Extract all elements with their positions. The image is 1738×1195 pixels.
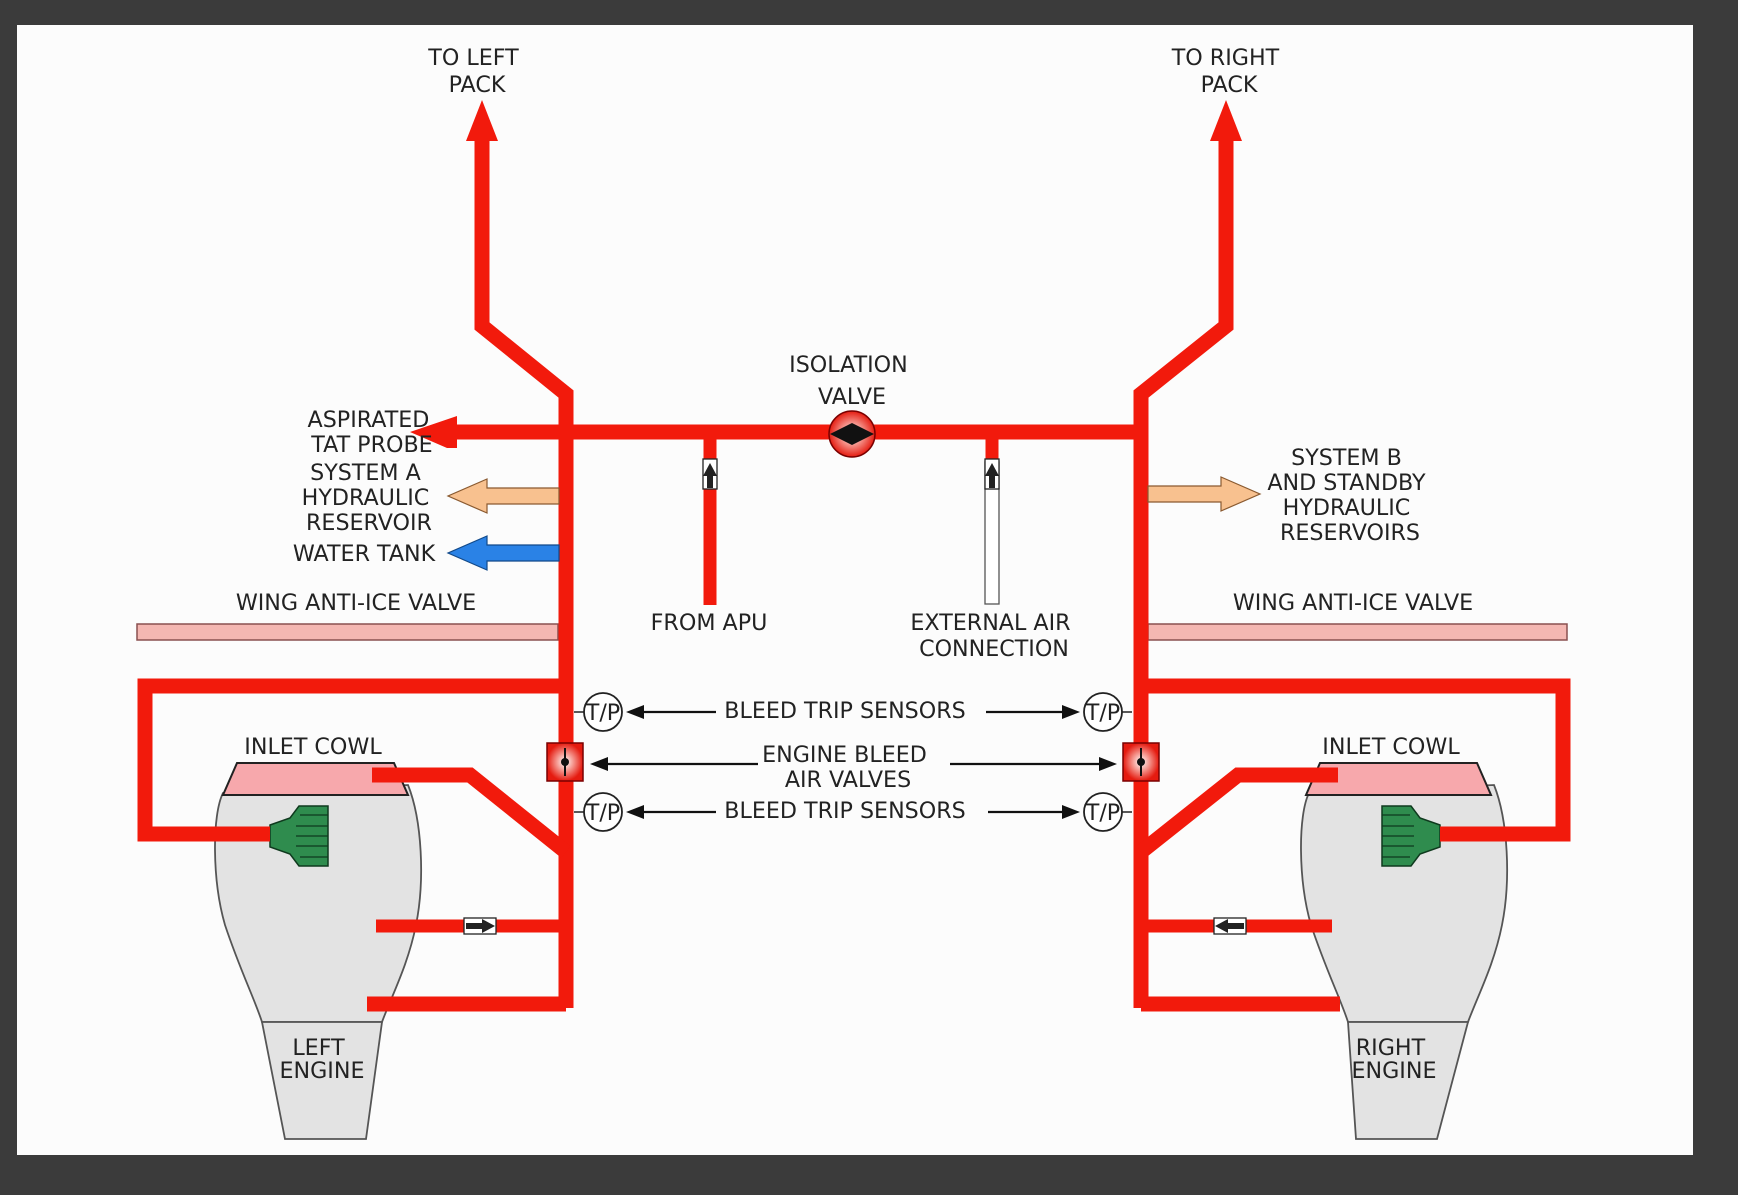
right-hp-duct	[1136, 767, 1338, 858]
water-tank-label: WATER TANK	[293, 541, 437, 567]
right-engine-bleed-valve-icon[interactable]	[1122, 742, 1160, 782]
left-upper-tp-sensor-icon[interactable]: T/P	[574, 692, 623, 732]
right-upper-tp-sensor-icon[interactable]: T/P	[1083, 692, 1132, 732]
to-right-pack-label: TO RIGHT PACK	[1171, 45, 1287, 98]
left-lower-tp-sensor-icon[interactable]: T/P	[574, 792, 623, 832]
bleed-trip-sensors-lower-label: BLEED TRIP SENSORS	[724, 798, 965, 824]
inlet-cowl-left-label: INLET COWL	[244, 734, 382, 760]
left-ip-check-valve-icon[interactable]	[463, 917, 497, 935]
aspirated-tat-probe-label: ASPIRATED TAT PROBE	[308, 407, 437, 458]
system-a-hydraulic-label: SYSTEM A HYDRAULIC RESERVOIR	[302, 460, 437, 536]
isolation-valve-label: ISOLATION VALVE	[789, 352, 915, 410]
system-a-hydraulic-arrow	[446, 478, 560, 514]
left-engine	[214, 762, 422, 1140]
left-pack-arrow	[466, 100, 498, 141]
right-lower-tp-sensor-icon[interactable]: T/P	[1083, 792, 1132, 832]
wing-anti-ice-left-label: WING ANTI-ICE VALVE	[236, 590, 476, 616]
water-tank-arrow	[446, 535, 560, 571]
bleed-trip-sensors-upper-label: BLEED TRIP SENSORS	[724, 698, 965, 724]
left-engine-exhaust	[260, 1021, 384, 1140]
leader-lines	[590, 705, 1117, 819]
left-engine-label: LEFT ENGINE	[280, 1035, 365, 1084]
external-air-check-valve-icon[interactable]	[984, 458, 1000, 490]
engine-bleed-air-valves-label: ENGINE BLEED AIR VALVES	[762, 742, 934, 793]
right-engine	[1300, 762, 1508, 1140]
inlet-cowl-right-label: INLET COWL	[1322, 734, 1460, 760]
right-pack-duct	[1133, 140, 1234, 1008]
external-air-label: EXTERNAL AIR CONNECTION	[910, 610, 1077, 662]
system-b-hydraulic-arrow	[1147, 476, 1262, 512]
left-lower-tp-text: T/P	[585, 800, 620, 826]
left-pack-duct	[474, 140, 574, 1008]
from-apu-label: FROM APU	[651, 610, 768, 636]
right-engine-exhaust	[1347, 1021, 1470, 1140]
right-lower-tp-text: T/P	[1085, 800, 1120, 826]
wing-anti-ice-bar-left	[136, 623, 559, 641]
isolation-valve-icon[interactable]	[828, 410, 876, 458]
left-upper-tp-text: T/P	[585, 700, 620, 726]
right-inlet-cowl	[1304, 762, 1493, 796]
bleed-ducts	[137, 140, 1571, 1012]
system-b-hydraulic-label: SYSTEM B AND STANDBY HYDRAULIC RESERVOIR…	[1267, 445, 1432, 546]
wing-anti-ice-bar-right	[1147, 623, 1568, 641]
left-inlet-cowl	[221, 762, 410, 796]
left-hp-duct	[372, 767, 571, 858]
apu-check-valve-icon[interactable]	[702, 458, 718, 490]
right-engine-label: RIGHT ENGINE	[1352, 1035, 1437, 1084]
right-ip-check-valve-icon[interactable]	[1213, 917, 1247, 935]
tat-probe-arrow	[410, 416, 457, 448]
left-anti-ice-loop	[137, 678, 566, 842]
right-anti-ice-loop	[1141, 678, 1571, 842]
right-upper-tp-text: T/P	[1085, 700, 1120, 726]
wing-anti-ice-right-label: WING ANTI-ICE VALVE	[1233, 590, 1473, 616]
right-pack-arrow	[1210, 100, 1242, 141]
left-engine-bleed-valve-icon[interactable]	[546, 742, 584, 782]
to-left-pack-label: TO LEFT PACK	[427, 45, 525, 98]
